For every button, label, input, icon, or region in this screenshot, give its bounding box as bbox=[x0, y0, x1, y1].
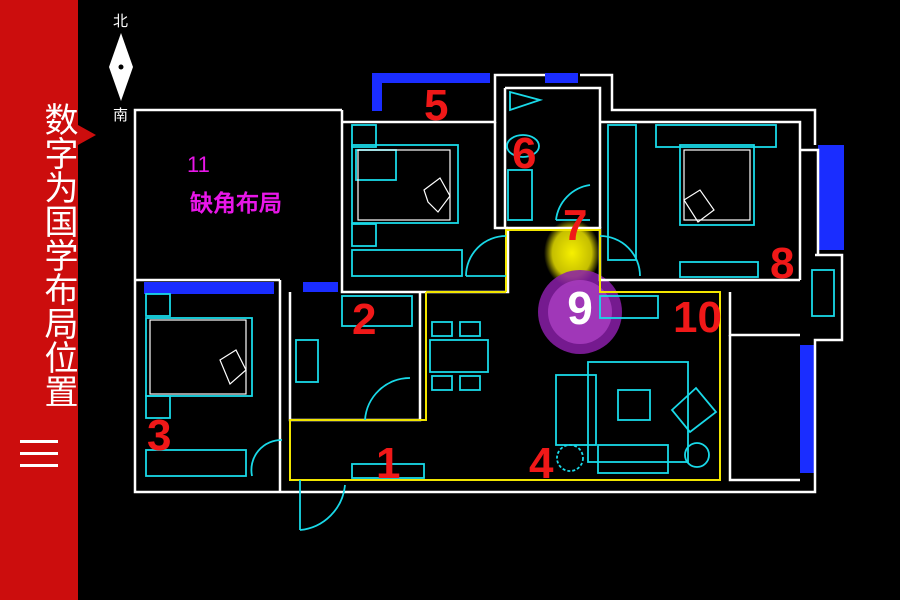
zone-label-6: 6 bbox=[512, 129, 537, 178]
zone-label-8: 8 bbox=[770, 239, 795, 288]
zone-label-4: 4 bbox=[529, 439, 554, 488]
compass-south-label: 南 bbox=[113, 106, 129, 124]
zone-label-1: 1 bbox=[376, 439, 401, 488]
zone-label-2: 2 bbox=[352, 295, 377, 344]
menu-icon[interactable] bbox=[20, 440, 58, 470]
missing-corner-text: 缺角布局 bbox=[190, 191, 282, 217]
missing-corner-number: 11 bbox=[187, 152, 210, 177]
sidebar-pointer-arrow bbox=[78, 125, 96, 145]
sidebar-panel: 数字为国学布局位置 bbox=[0, 0, 78, 600]
zone-label-10: 10 bbox=[673, 293, 722, 342]
zone-label-7: 7 bbox=[563, 201, 588, 250]
zone-label-5: 5 bbox=[424, 81, 449, 130]
compass-north-label: 北 bbox=[113, 12, 129, 30]
center-number: 9 bbox=[567, 282, 593, 334]
sidebar-title: 数字为国学布局位置 bbox=[38, 102, 78, 408]
zone-label-3: 3 bbox=[147, 411, 172, 460]
